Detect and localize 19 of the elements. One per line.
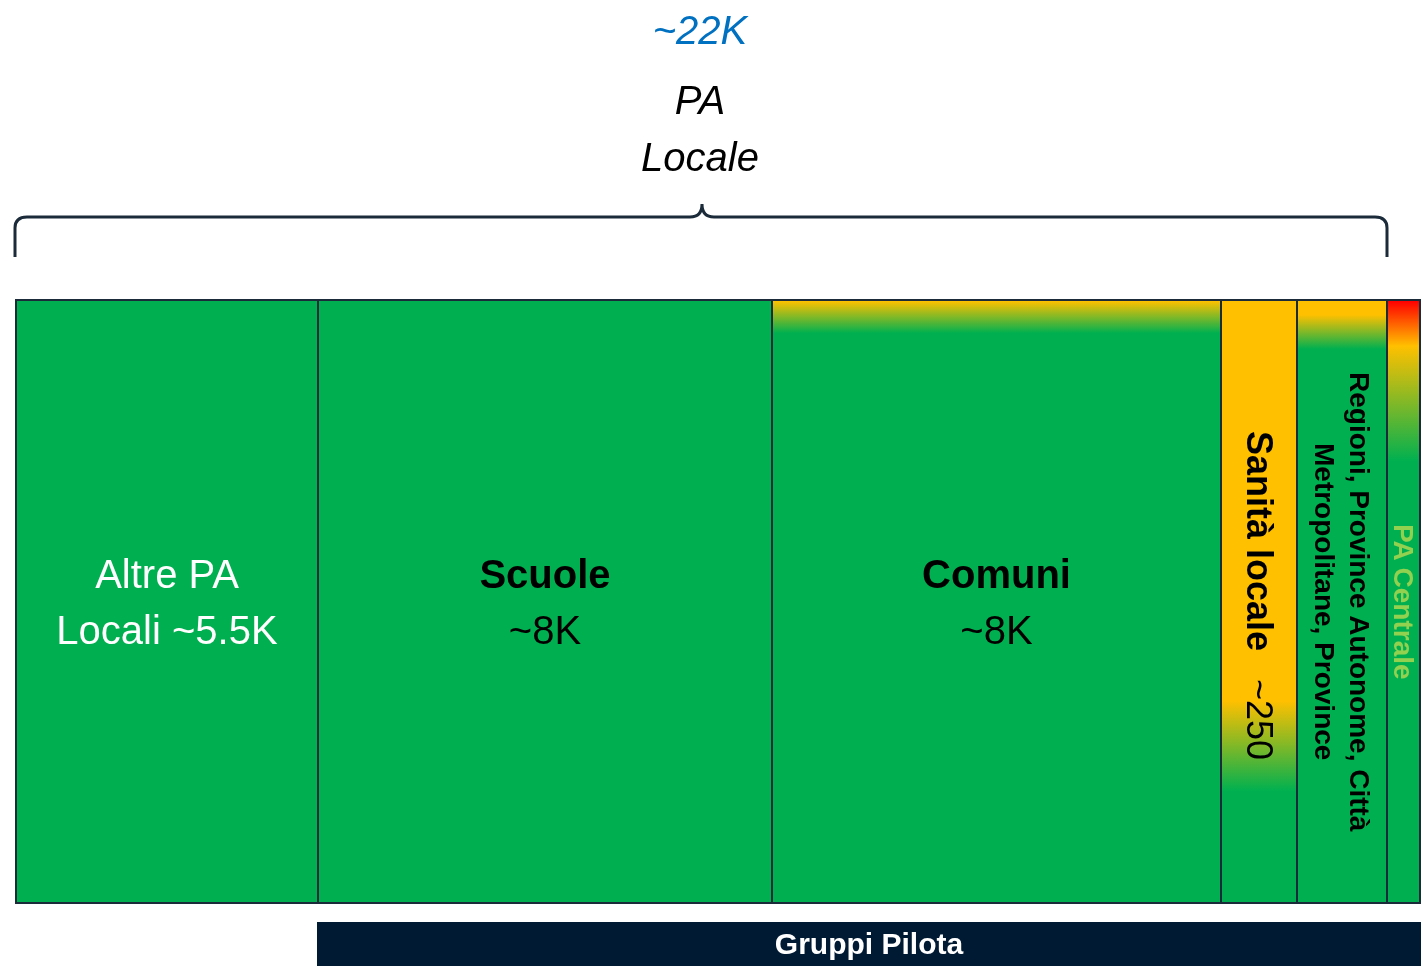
category-count: ~8K bbox=[960, 606, 1033, 654]
category-title: Scuole bbox=[479, 550, 611, 598]
category-count: ~250 bbox=[1238, 679, 1282, 761]
category-block bbox=[1220, 299, 1298, 904]
category-label: Altre PA Locali ~5.5K bbox=[55, 550, 279, 654]
group-title: PA Locale bbox=[640, 77, 760, 181]
total-count: ~22K bbox=[651, 7, 750, 54]
category-block bbox=[1386, 299, 1421, 904]
category-label: PA Centrale bbox=[1387, 523, 1421, 680]
category-label: Regioni, Province Autonome, Città Metropolitane, Province bbox=[1308, 370, 1376, 834]
category-block bbox=[1296, 299, 1388, 904]
category-label: Gruppi Pilota bbox=[774, 926, 964, 962]
category-block bbox=[15, 299, 319, 904]
category-block bbox=[317, 299, 773, 904]
group-band bbox=[317, 922, 1421, 966]
category-count: ~8K bbox=[508, 606, 582, 654]
category-title: Sanità locale bbox=[1238, 431, 1282, 652]
category-title: Comuni bbox=[922, 550, 1071, 598]
category-block bbox=[771, 299, 1222, 904]
